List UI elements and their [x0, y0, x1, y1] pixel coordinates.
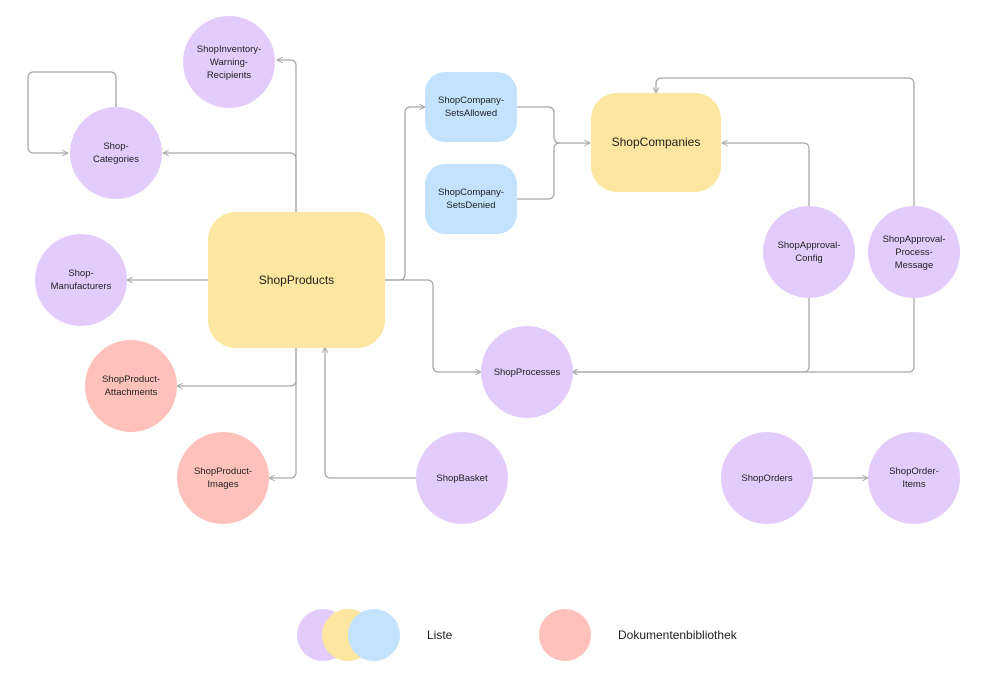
- node-label: ShopApproval- Process- Message: [882, 233, 946, 271]
- edge-products-categories: [163, 153, 297, 212]
- node-label: ShopOrders: [741, 472, 793, 484]
- legend-blue-swatch: [348, 609, 400, 661]
- legend-red-swatch: [539, 609, 591, 661]
- node-shop-companies: ShopCompanies: [591, 93, 721, 192]
- node-shop-manufacturers: Shop- Manufacturers: [35, 234, 127, 326]
- node-shop-approval-config: ShopApproval- Config: [763, 206, 855, 298]
- legend-library-label: Dokumentenbibliothek: [618, 628, 737, 642]
- node-label: ShopCompanies: [611, 135, 701, 149]
- edge-products-inventory: [277, 60, 297, 212]
- node-shop-approval-process-message: ShopApproval- Process- Message: [868, 206, 960, 298]
- edge-products-images: [269, 348, 297, 478]
- node-label: ShopProduct- Images: [193, 466, 253, 490]
- node-shop-categories: Shop- Categories: [70, 107, 162, 199]
- node-label: Shop- Manufacturers: [50, 268, 112, 292]
- edge-sets-denied-companies: [517, 142, 561, 200]
- node-shop-company-sets-allowed: ShopCompany- SetsAllowed: [425, 72, 517, 142]
- node-label: Shop- Categories: [93, 141, 139, 165]
- node-shop-product-attachments: ShopProduct- Attachments: [85, 340, 177, 432]
- node-shop-products: ShopProducts: [208, 212, 385, 348]
- edge-products-attachments: [177, 348, 297, 386]
- edge-categories-self: [27, 71, 117, 153]
- node-label: ShopProcesses: [493, 366, 561, 378]
- node-shop-basket: ShopBasket: [416, 432, 508, 524]
- node-label: ShopCompany- SetsAllowed: [437, 95, 504, 119]
- node-shop-inventory-warning-recipients: ShopInventory- Warning- Recipients: [183, 16, 275, 108]
- edge-products-sets-allowed: [385, 107, 425, 281]
- node-shop-processes: ShopProcesses: [481, 326, 573, 418]
- node-label: ShopBasket: [436, 472, 488, 484]
- node-label: ShopProducts: [258, 272, 335, 287]
- legend-list-label: Liste: [427, 628, 453, 642]
- node-label: ShopCompany- SetsDenied: [437, 187, 504, 211]
- edge-approval-message-processes: [572, 298, 915, 372]
- edge-approval-message-companies: [656, 77, 915, 207]
- node-label: ShopProduct- Attachments: [101, 374, 161, 398]
- edge-sets-allowed-companies: [517, 106, 561, 144]
- edge-products-processes: [385, 279, 481, 372]
- edge-basket-products: [325, 347, 416, 479]
- node-shop-order-items: ShopOrder- Items: [868, 432, 960, 524]
- edge-approval-config-processes: [572, 298, 810, 372]
- node-label: ShopApproval- Config: [777, 240, 841, 264]
- node-shop-product-images: ShopProduct- Images: [177, 432, 269, 524]
- node-label: ShopInventory- Warning- Recipients: [196, 43, 262, 81]
- node-label: ShopOrder- Items: [889, 466, 939, 490]
- edge-approval-config-companies: [722, 143, 810, 207]
- node-shop-orders: ShopOrders: [721, 432, 813, 524]
- node-shop-company-sets-denied: ShopCompany- SetsDenied: [425, 164, 517, 234]
